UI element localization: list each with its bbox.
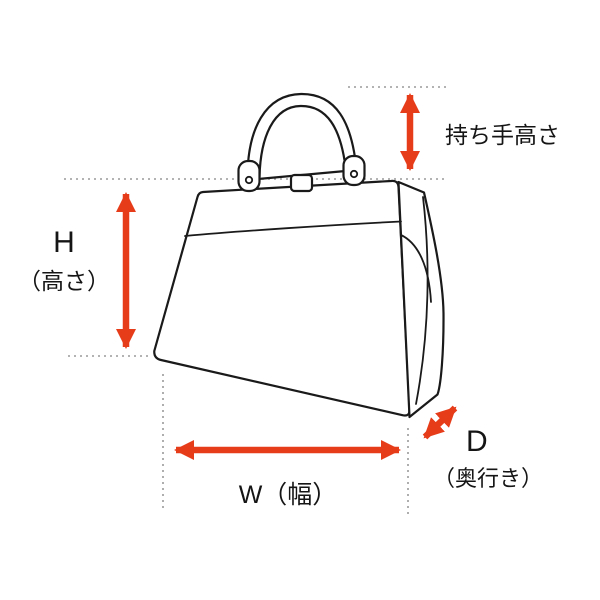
bag-handle-outer	[246, 92, 358, 182]
rivet-right	[349, 169, 359, 179]
width-label: W（幅）	[238, 481, 338, 509]
bag-handle-inner	[258, 104, 347, 179]
bag-flap-line	[184, 220, 402, 237]
depth-name-label: （奥行き）	[433, 466, 544, 491]
arrow-depth	[422, 405, 458, 440]
rivet-left	[244, 175, 254, 185]
bag-gusset-crease	[400, 234, 432, 303]
bag-gusset-fold-line	[415, 196, 429, 405]
height-abbr-label: H	[53, 226, 75, 259]
handle-height-label: 持ち手高さ	[445, 122, 560, 148]
height-name-label: （高さ）	[18, 268, 110, 294]
bag-clasp	[289, 173, 314, 193]
depth-abbr-label: D	[466, 425, 488, 458]
bag-body	[153, 179, 411, 417]
